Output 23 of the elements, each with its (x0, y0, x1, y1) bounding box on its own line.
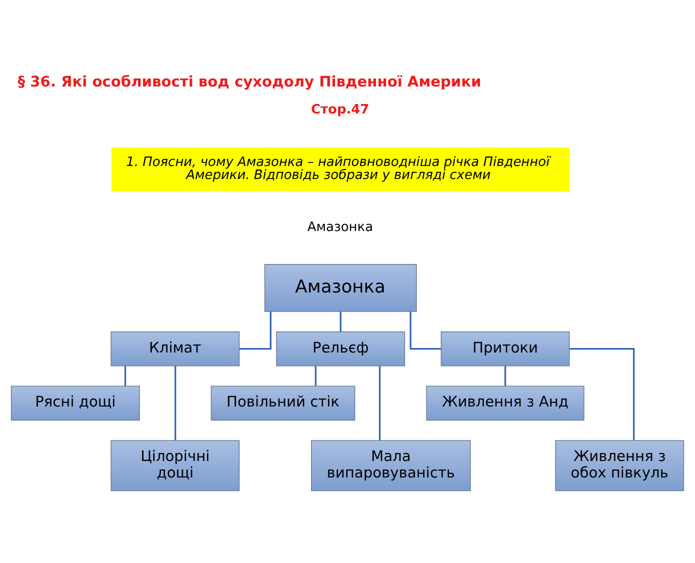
node-box: Клімат (110, 331, 240, 366)
node-box: Живлення з Анд (426, 386, 584, 421)
connector (124, 366, 126, 386)
label: Амазонка (307, 220, 374, 236)
node-box: Амазонка (264, 264, 417, 312)
node-box: Рясні дощі (10, 386, 140, 421)
connector (378, 366, 381, 440)
connector (410, 312, 442, 350)
connector (314, 366, 316, 386)
node-box: Рельєф (276, 331, 406, 366)
node-box: Цілорічні дощі (110, 440, 240, 492)
node-box: Живлення з обох півкуль (555, 440, 684, 492)
connector (570, 348, 635, 440)
label: Стор.47 (311, 102, 370, 118)
node-box: Мала випаровуваність (311, 440, 471, 492)
connector (504, 366, 506, 386)
node-box: Притоки (440, 331, 570, 366)
diagram-title: § 36. Які особливості вод суходолу Південної Америки (18, 73, 482, 90)
connector (174, 366, 176, 440)
connector (340, 312, 342, 332)
node-box: Повільний стік (210, 386, 356, 421)
label: 1. Поясни, чому Амазонка – найповноводніша річка Південної Америки. Відповідь зобрази у вигляді схеми (126, 155, 550, 184)
connector (239, 312, 272, 350)
